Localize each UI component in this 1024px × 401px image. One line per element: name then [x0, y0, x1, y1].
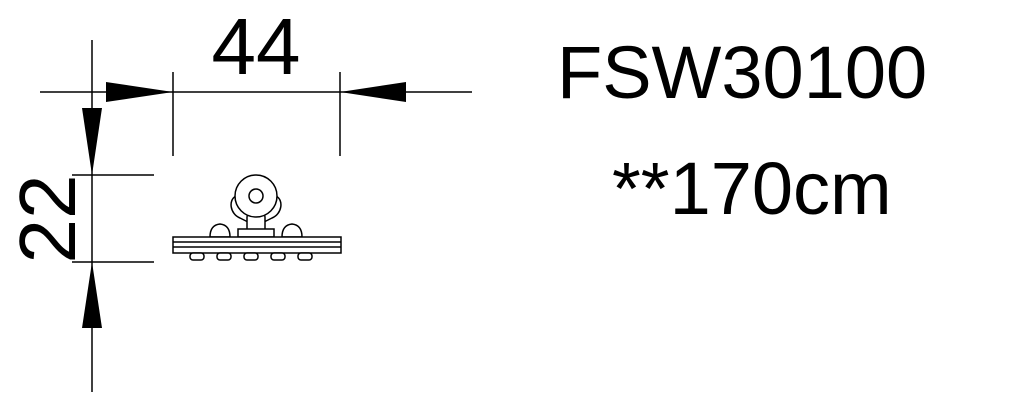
width-dimension-label: 44 [212, 2, 301, 91]
profile-rail [172, 236, 342, 254]
width-arrow-right [340, 82, 406, 102]
profile-cross-section [172, 174, 342, 261]
height-arrow-bottom [82, 262, 102, 328]
height-dimension [72, 40, 154, 392]
profile-foot [189, 252, 205, 261]
profile-foot [216, 252, 232, 261]
profile-base-collar [237, 228, 275, 238]
profile-foot [297, 252, 313, 261]
profile-base-hump-right [281, 223, 303, 238]
profile-clip-arms [230, 195, 282, 223]
part-number: FSW30100 [557, 31, 928, 114]
height-dimension-label: 22 [3, 175, 92, 264]
profile-base-hump-left [209, 223, 231, 238]
length-note: **170cm [612, 147, 892, 230]
profile-foot [270, 252, 286, 261]
profile-clip-center [248, 188, 264, 204]
profile-foot [243, 252, 259, 261]
height-arrow-top [82, 108, 102, 175]
width-arrow-left [106, 82, 173, 102]
